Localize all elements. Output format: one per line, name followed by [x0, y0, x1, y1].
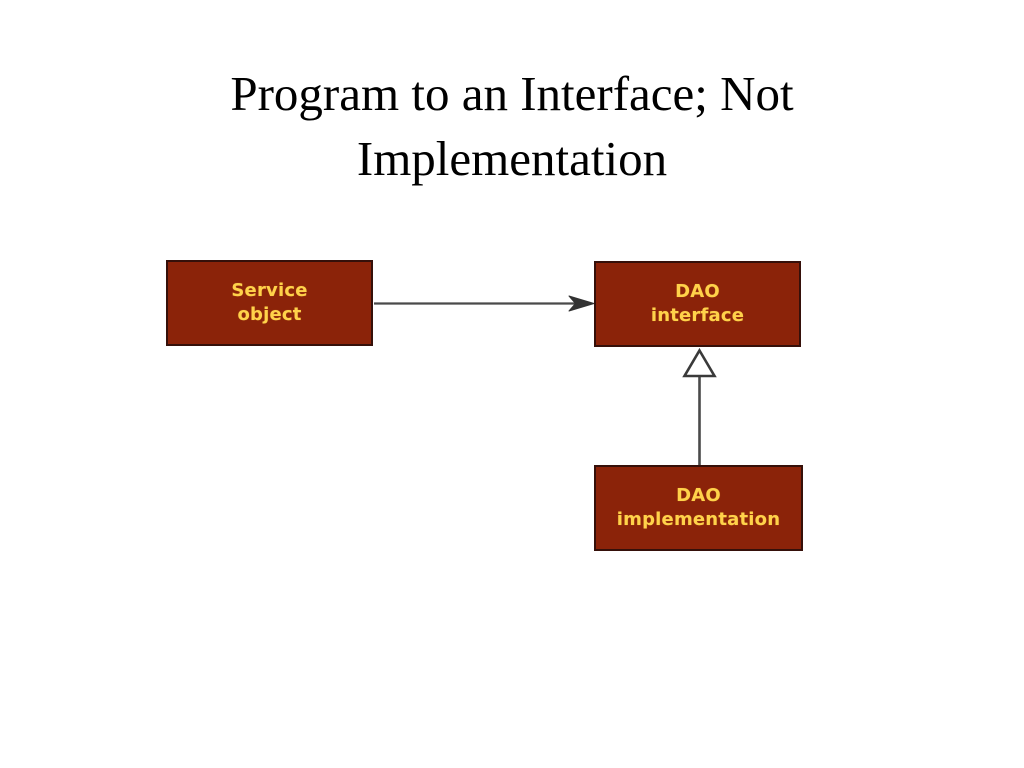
uml-box-label: DAO implementation: [616, 485, 781, 530]
uml-box-service-object[interactable]: Service object: [166, 260, 373, 346]
uml-box-dao-interface[interactable]: DAO interface: [594, 261, 801, 347]
uml-box-label: DAO interface: [650, 281, 745, 326]
hollow-triangle-arrowhead-icon: [682, 347, 717, 378]
arrowhead-icon: [568, 295, 595, 312]
association-connector-service-to-dao-interface: [374, 295, 595, 312]
uml-box-label: Service object: [231, 280, 308, 325]
uml-box-dao-implementation[interactable]: DAO implementation: [594, 465, 803, 551]
generalization-connector-impl-to-interface: [682, 347, 717, 465]
page-title: Program to an Interface; Not Implementat…: [230, 66, 794, 186]
